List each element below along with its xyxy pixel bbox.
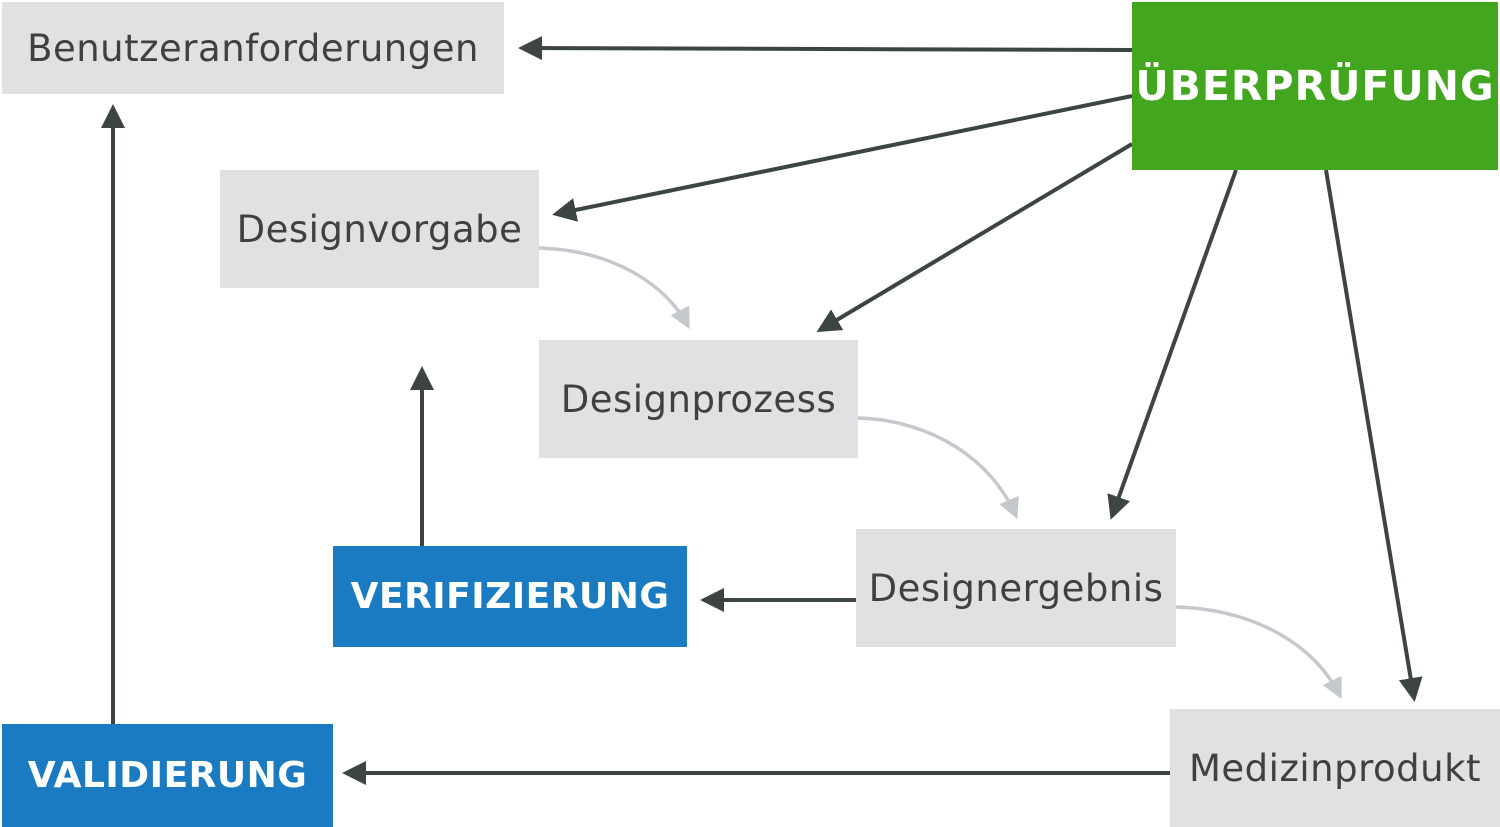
arrow-ueberpruefung-to-designergebnis — [1107, 169, 1238, 520]
node-designvorgabe: Designvorgabe — [220, 170, 539, 288]
node-ueberpruefung: ÜBERPRÜFUNG — [1132, 2, 1498, 170]
arrow-designprozess-to-designergebnis — [857, 416, 1019, 520]
node-validierung: VALIDIERUNG — [2, 724, 333, 827]
node-benutzeranforderungen: Benutzeranforderungen — [2, 2, 504, 94]
arrow-ueberpruefung-to-medizinprodukt — [1324, 169, 1423, 702]
node-designprozess: Designprozess — [539, 340, 858, 458]
arrow-ueberpruefung-to-designvorgabe — [552, 94, 1133, 222]
node-designergebnis: Designergebnis — [856, 529, 1176, 647]
node-ueberpruefung-label: ÜBERPRÜFUNG — [1135, 62, 1495, 110]
node-designvorgabe-label: Designvorgabe — [236, 207, 523, 251]
arrow-designvorgabe-to-designprozess — [538, 246, 690, 330]
arrow-ueberpruefung-to-benutzeranforderungen — [518, 36, 1133, 61]
node-designprozess-label: Designprozess — [560, 377, 837, 421]
node-verifizierung-label: VERIFIZIERUNG — [350, 576, 670, 617]
node-validierung-label: VALIDIERUNG — [27, 755, 308, 796]
node-verifizierung: VERIFIZIERUNG — [333, 546, 687, 647]
node-medizinprodukt: Medizinprodukt — [1170, 709, 1500, 827]
arrow-ueberpruefung-to-designprozess — [816, 142, 1134, 333]
node-designergebnis-label: Designergebnis — [868, 566, 1164, 610]
node-medizinprodukt-label: Medizinprodukt — [1189, 746, 1481, 790]
arrow-designergebnis-to-medizinprodukt — [1175, 605, 1342, 700]
node-benutzeranforderungen-label: Benutzeranforderungen — [27, 26, 479, 70]
